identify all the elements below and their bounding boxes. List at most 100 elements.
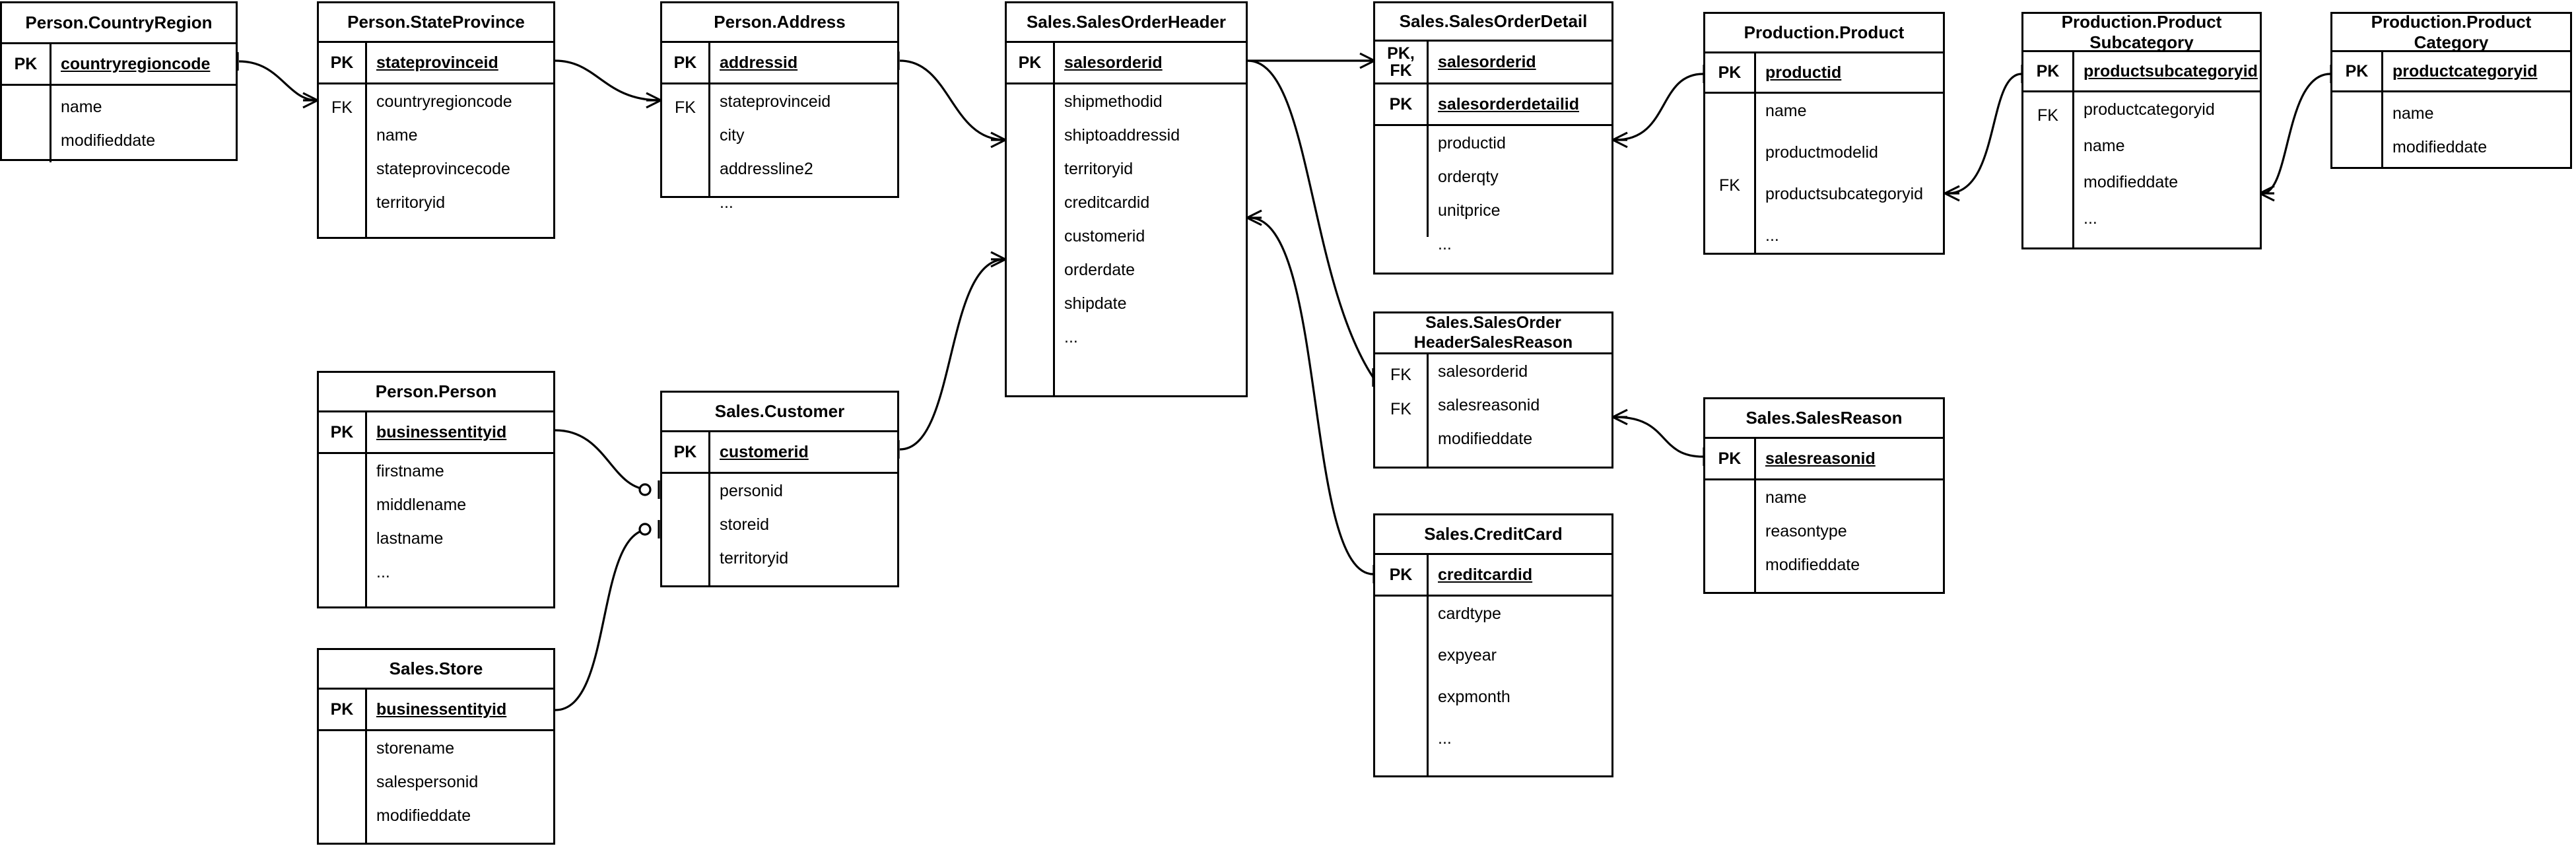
- field[interactable]: shipdate: [1064, 294, 1127, 313]
- field[interactable]: orderqty: [1438, 168, 1499, 186]
- field[interactable]: productsubcategoryid: [1765, 185, 1924, 203]
- field[interactable]: name: [61, 98, 102, 116]
- field[interactable]: stateprovincecode: [376, 160, 510, 178]
- edge-person-customer: [555, 429, 651, 491]
- entity-fields: salesorderid salesreasonid modifieddate: [1427, 354, 1611, 467]
- entity-production-productcategory[interactable]: Production.Product Category PK productca…: [2330, 12, 2572, 169]
- field[interactable]: name: [376, 126, 418, 145]
- field[interactable]: salesorderid: [1438, 362, 1528, 381]
- field-pk[interactable]: addressid: [720, 53, 798, 72]
- key-badge-empty: [2332, 92, 2381, 169]
- field[interactable]: modifieddate: [1438, 430, 1533, 448]
- entity-production-productsubcategory[interactable]: Production.Product Subcategory PK produc…: [2021, 12, 2262, 249]
- entity-sales-customer[interactable]: Sales.Customer PK customerid personid st…: [660, 391, 899, 587]
- key-badge-empty: [2, 86, 50, 162]
- field[interactable]: addressline2: [720, 160, 813, 178]
- key-fields: productid: [1754, 53, 1943, 92]
- entity-body: PK productcategoryid name modifieddate: [2332, 52, 2570, 169]
- edge-countryregion-stateprovince: [238, 60, 318, 102]
- field[interactable]: modifieddate: [2392, 138, 2488, 156]
- field[interactable]: productmodelid: [1765, 143, 1878, 162]
- field[interactable]: name: [1765, 488, 1807, 507]
- fk-label: FK: [2037, 106, 2058, 125]
- field[interactable]: modifieddate: [376, 806, 471, 825]
- entity-title: Sales.SalesOrderHeader: [1007, 3, 1246, 43]
- field[interactable]: modifieddate: [1765, 556, 1860, 574]
- field[interactable]: name: [2084, 137, 2125, 155]
- field-pk[interactable]: productid: [1765, 63, 1842, 82]
- key-badge-pk: PK: [673, 53, 697, 72]
- entity-title: Production.Product Category: [2332, 12, 2570, 52]
- field-pk[interactable]: salesreasonid: [1765, 449, 1876, 468]
- edge-product-subcategory: [1947, 73, 2022, 195]
- field[interactable]: shiptoaddressid: [1064, 126, 1180, 145]
- field-pk[interactable]: salesorderid: [1438, 52, 1536, 71]
- entity-person-person[interactable]: Person.Person PK businessentityid firstn…: [317, 371, 555, 608]
- entity-key-group: PK productcategoryid: [2332, 52, 2570, 90]
- field-pk[interactable]: productcategoryid: [2392, 61, 2538, 81]
- field[interactable]: modifieddate: [2084, 173, 2179, 191]
- entity-sales-salesorderdetail[interactable]: Sales.SalesOrderDetail PK, FK salesorder…: [1373, 1, 1613, 275]
- field[interactable]: salespersonid: [376, 773, 479, 791]
- field[interactable]: shipmethodid: [1064, 92, 1163, 111]
- field[interactable]: unitprice: [1438, 201, 1501, 220]
- field[interactable]: territoryid: [1064, 160, 1134, 178]
- entity-sales-salesorderheader[interactable]: Sales.SalesOrderHeader PK salesorderid s…: [1005, 1, 1248, 397]
- entity-sales-store[interactable]: Sales.Store PK businessentityid storenam…: [317, 648, 555, 845]
- entity-person-stateprovince[interactable]: Person.StateProvince PK stateprovinceid …: [317, 1, 555, 239]
- field[interactable]: salesreasonid: [1438, 396, 1540, 414]
- field[interactable]: city: [720, 126, 745, 145]
- field[interactable]: expyear: [1438, 646, 1497, 665]
- field[interactable]: productid: [1438, 134, 1506, 152]
- key-badge-empty: [319, 731, 365, 845]
- field[interactable]: orderdate: [1064, 261, 1135, 279]
- edge-subcategory-category: [2262, 73, 2331, 195]
- field[interactable]: creditcardid: [1064, 193, 1150, 212]
- entity-person-countryregion[interactable]: Person.CountryRegion PK countryregioncod…: [0, 1, 238, 162]
- field-pk[interactable]: businessentityid: [376, 422, 507, 441]
- field[interactable]: storeid: [720, 515, 770, 534]
- field[interactable]: name: [2392, 104, 2434, 123]
- entity-person-address[interactable]: Person.Address PK addressid FK stateprov…: [660, 1, 899, 211]
- entity-title: Sales.SalesReason: [1705, 399, 1943, 439]
- field-pk[interactable]: salesorderid: [1064, 53, 1163, 72]
- field[interactable]: cardtype: [1438, 604, 1501, 623]
- field[interactable]: territoryid: [376, 193, 446, 212]
- title-line2: HeaderSalesReason: [1413, 333, 1573, 352]
- entity-fields: productcategoryid name modifieddate ...: [2072, 92, 2260, 249]
- entity-sales-salesreason[interactable]: Sales.SalesReason PK salesreasonid name …: [1703, 397, 1945, 594]
- entity-fields: personid storeid territoryid: [708, 474, 897, 587]
- field[interactable]: stateprovinceid: [720, 92, 831, 111]
- field-ellipsis: ...: [1438, 235, 1452, 253]
- entity-fields: storename salespersonid modifieddate: [365, 731, 553, 845]
- key-fields: salesreasonid: [1754, 439, 1943, 478]
- field-pk[interactable]: countryregioncode: [61, 54, 211, 73]
- entity-production-product[interactable]: Production.Product PK productid FK name: [1703, 12, 1945, 255]
- field[interactable]: storename: [376, 739, 455, 758]
- entity-sales-creditcard[interactable]: Sales.CreditCard PK creditcardid cardtyp…: [1373, 513, 1613, 777]
- field-pk[interactable]: customerid: [720, 442, 809, 461]
- field[interactable]: countryregioncode: [376, 92, 512, 111]
- field-pk[interactable]: businessentityid: [376, 700, 507, 719]
- field[interactable]: middlename: [376, 496, 467, 514]
- field[interactable]: lastname: [376, 529, 444, 548]
- field[interactable]: customerid: [1064, 227, 1145, 245]
- field-pk[interactable]: productsubcategoryid: [2084, 61, 2258, 81]
- entity-title: Person.Address: [662, 3, 897, 43]
- fk-label: FK: [675, 98, 696, 117]
- field[interactable]: reasontype: [1765, 522, 1847, 540]
- entity-fields: productid orderqty unitprice ...: [1427, 126, 1611, 253]
- field-pk[interactable]: salesorderdetailid: [1438, 94, 1579, 114]
- field[interactable]: personid: [720, 482, 783, 500]
- entity-field-group: name reasontype modifieddate: [1705, 478, 1943, 594]
- field[interactable]: name: [1765, 102, 1807, 120]
- field-pk[interactable]: stateprovinceid: [376, 53, 498, 72]
- field[interactable]: productcategoryid: [2084, 100, 2215, 119]
- entity-sales-salesorderheadersalesreason[interactable]: Sales.SalesOrder HeaderSalesReason FK FK…: [1373, 311, 1613, 469]
- field[interactable]: modifieddate: [61, 131, 156, 150]
- field[interactable]: firstname: [376, 462, 444, 480]
- field-pk[interactable]: creditcardid: [1438, 565, 1533, 584]
- field[interactable]: expmonth: [1438, 688, 1510, 706]
- field[interactable]: territoryid: [720, 549, 789, 568]
- key-fields: countryregioncode: [50, 44, 236, 84]
